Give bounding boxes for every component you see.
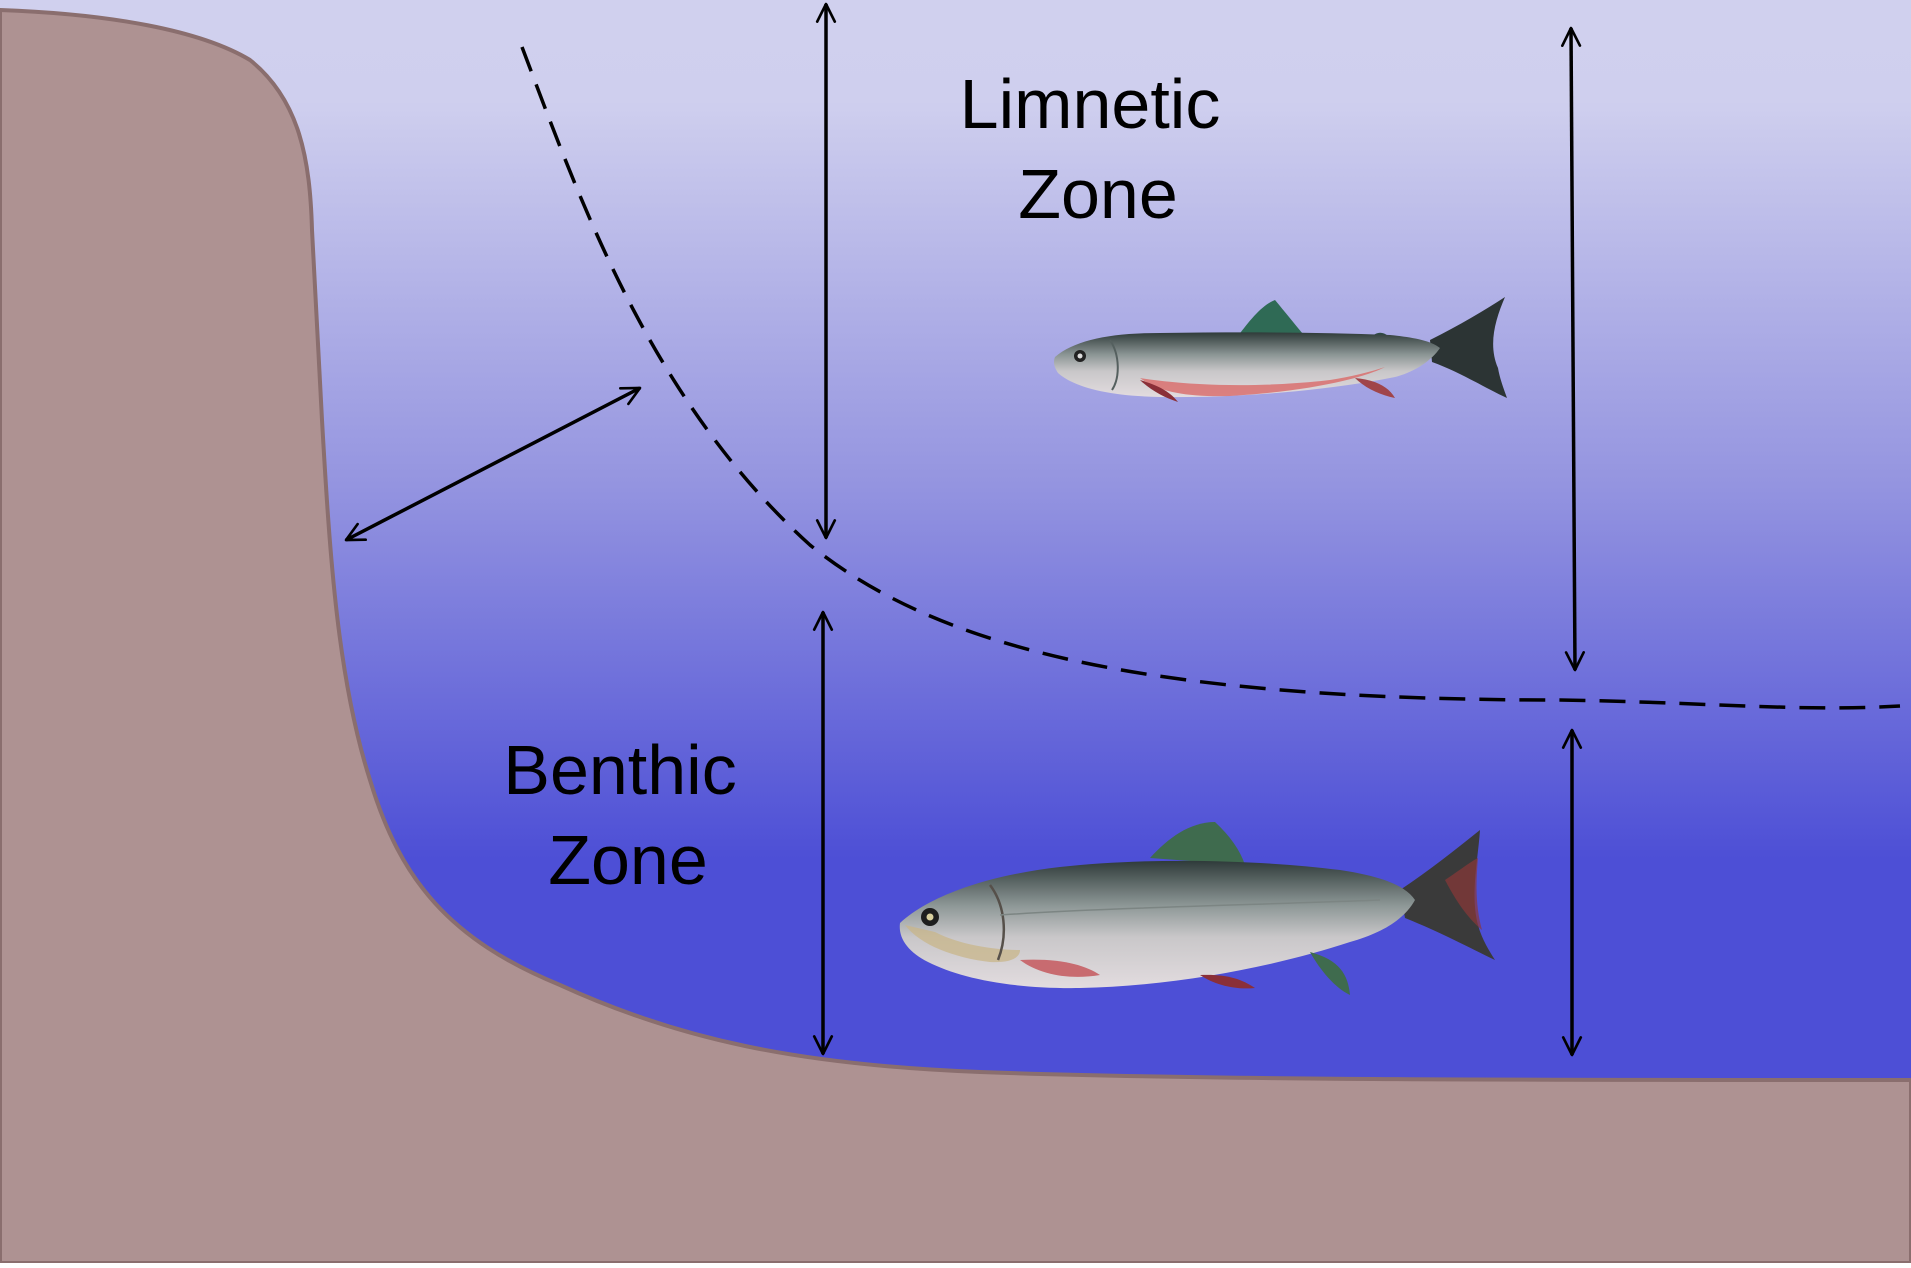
limnetic-zone-label-line1: Limnetic	[960, 65, 1221, 143]
benthic-zone-label-line2: Zone	[548, 821, 708, 899]
limnetic-zone-label-line2: Zone	[1018, 155, 1178, 233]
benthic-zone-label-line1: Benthic	[503, 731, 736, 809]
